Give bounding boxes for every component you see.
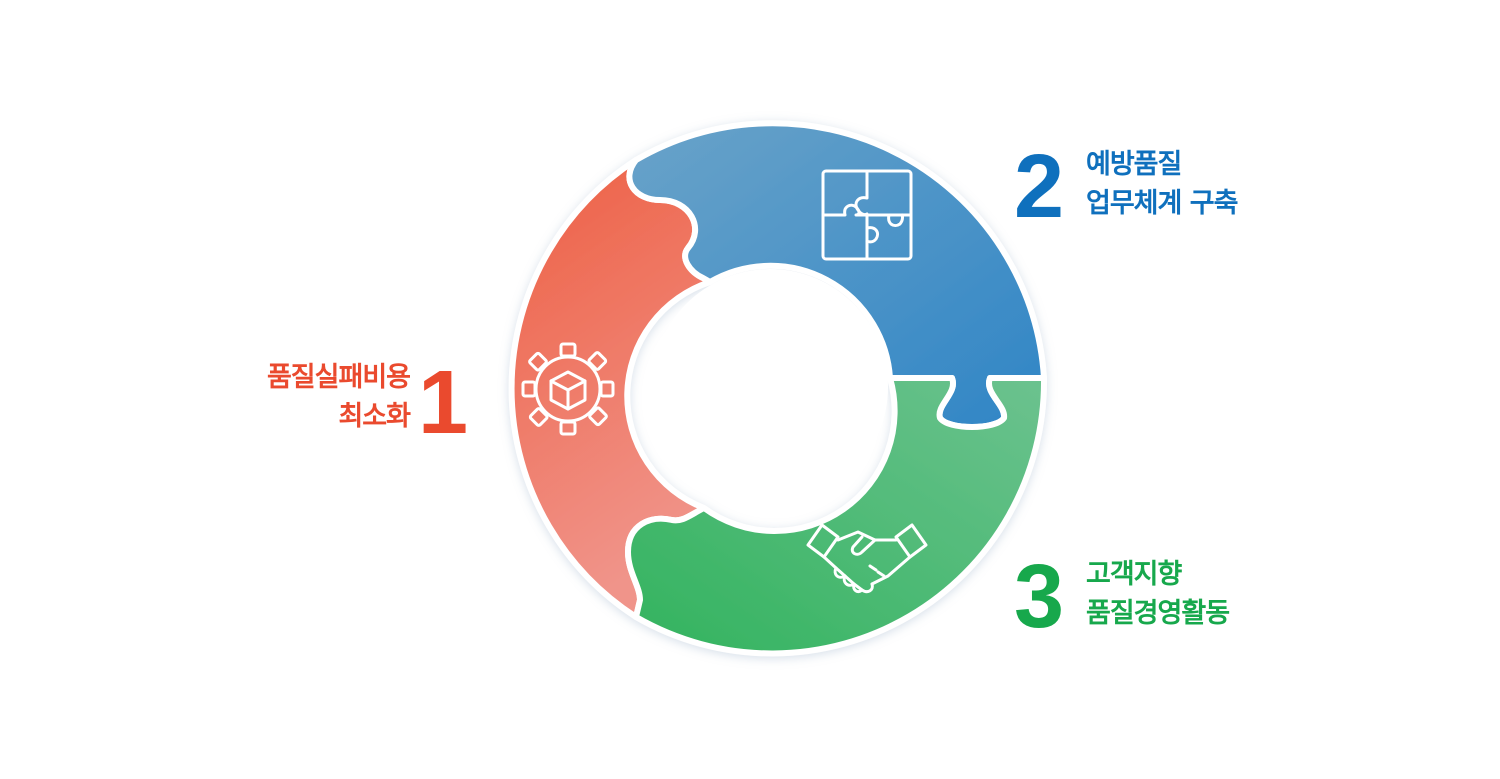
item-2-label-line-1: 예방품질 xyxy=(1086,149,1182,180)
item-3-number: 3 xyxy=(1014,547,1065,647)
item-3-label-line-2: 품질경영활동 xyxy=(1086,598,1230,629)
puzzle-icon xyxy=(821,169,913,261)
segment-3-green xyxy=(625,375,1048,657)
item-1-label-line-2: 최소화 xyxy=(338,401,411,432)
item-3-label: 고객지향 품질경영활동 xyxy=(1086,555,1230,633)
item-2-number: 2 xyxy=(1014,137,1065,237)
handshake-icon xyxy=(806,523,928,594)
item-1-label-line-1: 품질실패비용 xyxy=(266,362,411,393)
item-1-number: 1 xyxy=(418,353,469,453)
item-3-label-line-1: 고객지향 xyxy=(1086,559,1182,590)
item-2-label: 예방품질 업무체계 구축 xyxy=(1086,145,1238,223)
center-circle xyxy=(652,269,888,505)
gear-box-icon xyxy=(521,342,615,436)
item-2-label-line-2: 업무체계 구축 xyxy=(1086,188,1238,219)
item-1-label: 품질실패비용 최소화 xyxy=(266,358,411,436)
